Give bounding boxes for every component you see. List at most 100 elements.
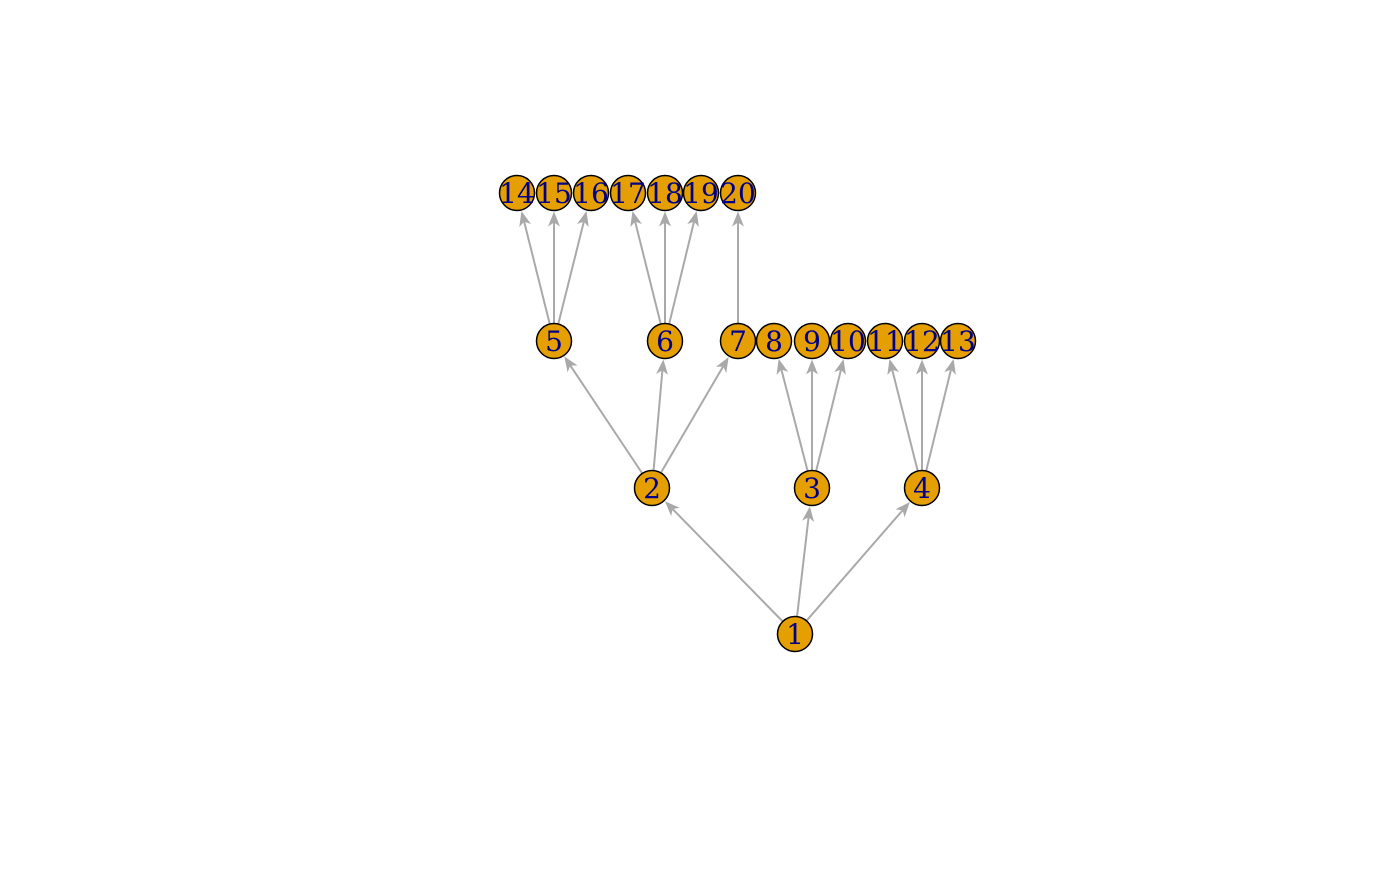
arrowhead-icon bbox=[895, 501, 910, 518]
arrowhead-icon bbox=[564, 356, 578, 373]
arrowhead-icon bbox=[944, 358, 956, 375]
node-3: 3 bbox=[793, 469, 831, 507]
node-circle bbox=[498, 174, 536, 212]
node-17: 17 bbox=[609, 174, 647, 212]
arrowhead-icon bbox=[806, 359, 818, 375]
edge-line bbox=[557, 221, 585, 325]
node-7: 7 bbox=[719, 322, 757, 360]
arrowhead-icon bbox=[548, 211, 560, 227]
edge-6-19 bbox=[668, 210, 699, 325]
arrowhead-icon bbox=[630, 210, 642, 227]
arrowhead-icon bbox=[916, 359, 928, 375]
edge-1-2 bbox=[664, 501, 784, 623]
node-11: 11 bbox=[866, 322, 904, 360]
node-circle bbox=[776, 615, 814, 653]
edge-2-7 bbox=[659, 356, 729, 474]
edge-line bbox=[668, 221, 695, 325]
edge-4-11 bbox=[887, 358, 919, 472]
edge-1-3 bbox=[796, 506, 815, 617]
node-label: 5 bbox=[545, 325, 563, 358]
node-circle bbox=[535, 322, 573, 360]
node-label: 17 bbox=[610, 177, 646, 210]
node-label: 14 bbox=[499, 177, 535, 210]
node-circle bbox=[609, 174, 647, 212]
arrowhead-icon bbox=[577, 210, 589, 227]
node-12: 12 bbox=[903, 322, 941, 360]
edge-line bbox=[796, 517, 810, 617]
edge-3-10 bbox=[815, 358, 846, 472]
arrowhead-icon bbox=[664, 501, 680, 517]
node-circle bbox=[719, 322, 757, 360]
arrowhead-icon bbox=[732, 211, 744, 227]
edge-4-12 bbox=[916, 359, 928, 471]
node-16: 16 bbox=[572, 174, 610, 212]
edge-5-16 bbox=[557, 210, 589, 325]
edge-5-15 bbox=[548, 211, 560, 324]
node-circle bbox=[646, 174, 684, 212]
edge-line bbox=[659, 365, 724, 474]
node-circle bbox=[793, 322, 831, 360]
arrowhead-icon bbox=[715, 356, 729, 373]
node-label: 12 bbox=[904, 325, 940, 358]
edges bbox=[519, 210, 956, 623]
edge-2-5 bbox=[564, 356, 644, 474]
edge-3-9 bbox=[806, 359, 818, 471]
arrowhead-icon bbox=[659, 211, 671, 227]
arrowhead-icon bbox=[776, 358, 789, 375]
edge-2-6 bbox=[652, 359, 669, 471]
node-label: 9 bbox=[803, 325, 821, 358]
node-10: 10 bbox=[829, 322, 867, 360]
node-label: 13 bbox=[940, 325, 976, 358]
node-label: 20 bbox=[720, 177, 756, 210]
edge-line bbox=[523, 221, 551, 325]
node-2: 2 bbox=[633, 469, 671, 507]
edge-line bbox=[634, 221, 662, 325]
node-label: 3 bbox=[803, 472, 821, 505]
node-circle bbox=[572, 174, 610, 212]
node-circle bbox=[633, 469, 671, 507]
node-13: 13 bbox=[939, 322, 977, 360]
node-20: 20 bbox=[719, 174, 757, 212]
node-label: 10 bbox=[830, 325, 866, 358]
node-circle bbox=[719, 174, 757, 212]
node-6: 6 bbox=[646, 322, 684, 360]
node-label: 7 bbox=[729, 325, 747, 358]
node-label: 16 bbox=[573, 177, 609, 210]
edge-line bbox=[569, 364, 644, 474]
node-circle bbox=[866, 322, 904, 360]
node-circle bbox=[903, 469, 941, 507]
node-label: 15 bbox=[536, 177, 572, 210]
edge-line bbox=[780, 369, 809, 472]
node-8: 8 bbox=[755, 322, 793, 360]
node-label: 11 bbox=[867, 325, 903, 358]
node-15: 15 bbox=[535, 174, 573, 212]
edge-1-4 bbox=[805, 501, 910, 622]
node-circle bbox=[682, 174, 720, 212]
edge-3-8 bbox=[776, 358, 809, 472]
node-circle bbox=[646, 322, 684, 360]
edge-5-14 bbox=[519, 210, 551, 325]
node-circle bbox=[829, 322, 867, 360]
edge-4-13 bbox=[925, 358, 956, 472]
node-label: 2 bbox=[643, 472, 661, 505]
edge-line bbox=[815, 369, 842, 472]
edge-6-17 bbox=[630, 210, 662, 325]
node-label: 19 bbox=[683, 177, 719, 210]
node-1: 1 bbox=[776, 615, 814, 653]
arrowhead-icon bbox=[802, 506, 815, 522]
node-label: 4 bbox=[913, 472, 931, 505]
edge-line bbox=[925, 369, 952, 472]
edge-line bbox=[891, 369, 919, 472]
edge-6-18 bbox=[659, 211, 671, 324]
edge-line bbox=[671, 508, 784, 623]
node-label: 8 bbox=[765, 325, 783, 358]
node-14: 14 bbox=[498, 174, 536, 212]
node-5: 5 bbox=[535, 322, 573, 360]
node-circle bbox=[755, 322, 793, 360]
node-circle bbox=[535, 174, 573, 212]
edge-line bbox=[652, 370, 664, 471]
node-18: 18 bbox=[646, 174, 684, 212]
